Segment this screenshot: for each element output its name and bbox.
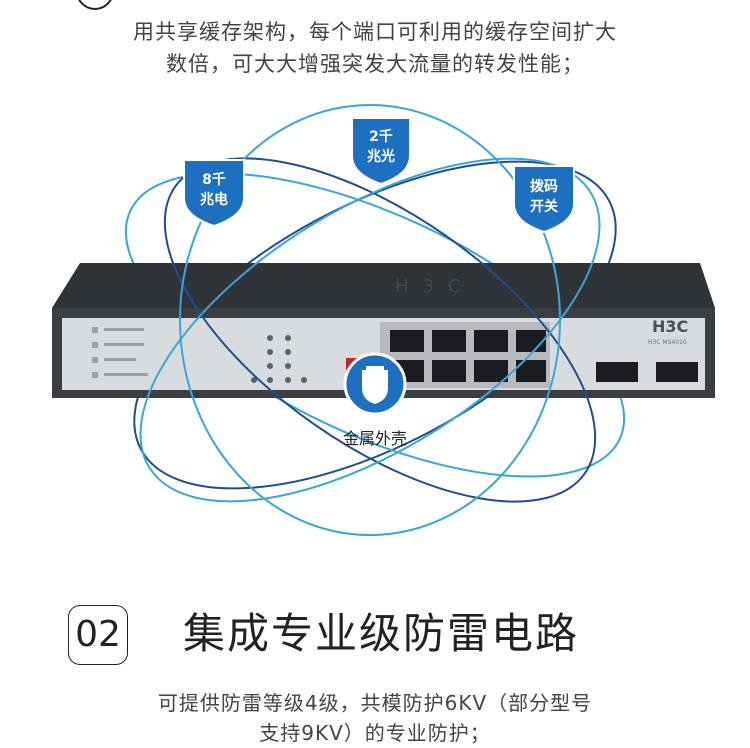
section-paragraph: 可提供防雷等级4级，共模防护6KV（部分型号 支持9KV）的专业防护；: [100, 688, 650, 748]
section-number: 02: [68, 605, 128, 665]
ring-light-1: [124, 172, 626, 478]
switch-illustration: H3C: [52, 104, 715, 536]
orbit-rings-back: [124, 160, 626, 490]
ring-dark-1: [133, 160, 617, 490]
intro-line-2: 数倍，可大大增强突发大流量的转发性能；: [166, 52, 584, 76]
network-switch: H3C: [52, 263, 715, 398]
badge-8-gigabit-copper: 8千 兆电: [183, 159, 245, 228]
badge-dip-switch: 拨码 开关: [513, 165, 575, 234]
rj45-port: [516, 330, 546, 352]
ring-light-2: [139, 157, 601, 503]
orbit-rings-front: [139, 104, 601, 536]
sfp-port: [596, 362, 638, 382]
rj45-port: [516, 360, 546, 382]
badge-2-line-2: 兆光: [367, 148, 395, 165]
panel-indicators-left: [92, 327, 148, 378]
badge-2-line-1: 2千: [369, 128, 393, 145]
badge-2-gigabit-fiber: 2千 兆光: [351, 117, 411, 186]
led-grid: [251, 335, 307, 383]
badge-dip-line-2: 开关: [530, 198, 558, 215]
sfp-port: [656, 362, 698, 382]
brand-logo: H3C: [652, 317, 688, 336]
badge-dip-line-1: 拨码: [530, 178, 558, 195]
ring-dark-2: [163, 157, 597, 503]
badge-8-line-1: 8千: [202, 171, 226, 188]
badge-8-line-2: 兆电: [200, 191, 228, 208]
switch-top: [52, 263, 715, 308]
section-title: 集成专业级防雷电路: [183, 609, 580, 658]
rj45-port: [432, 330, 466, 352]
shell-caption: 金属外壳: [342, 429, 407, 448]
intro-text: 用共享缓存架构，每个端口可利用的缓存空间扩大 数倍，可大大增强突发大流量的转发性…: [60, 16, 690, 80]
ethernet-ports: [380, 322, 550, 388]
rj45-port: [474, 360, 508, 382]
switch-top-logo: H3C: [395, 276, 475, 297]
rj45-port: [474, 330, 508, 352]
intro-line-1: 用共享缓存架构，每个端口可利用的缓存空间扩大: [133, 20, 617, 44]
sfp-ports: [596, 362, 698, 382]
paragraph-line-1: 可提供防雷等级4级，共模防护6KV（部分型号: [157, 691, 593, 715]
ring-light-3: [179, 104, 561, 536]
paragraph-line-2: 支持9KV）的专业防护；: [259, 721, 491, 745]
rj45-port: [390, 330, 424, 352]
top-partial-circle: [76, 0, 114, 10]
model-label: H3C MS4010: [648, 339, 687, 346]
metal-shell-icon: [343, 352, 407, 416]
rj45-port: [432, 360, 466, 382]
